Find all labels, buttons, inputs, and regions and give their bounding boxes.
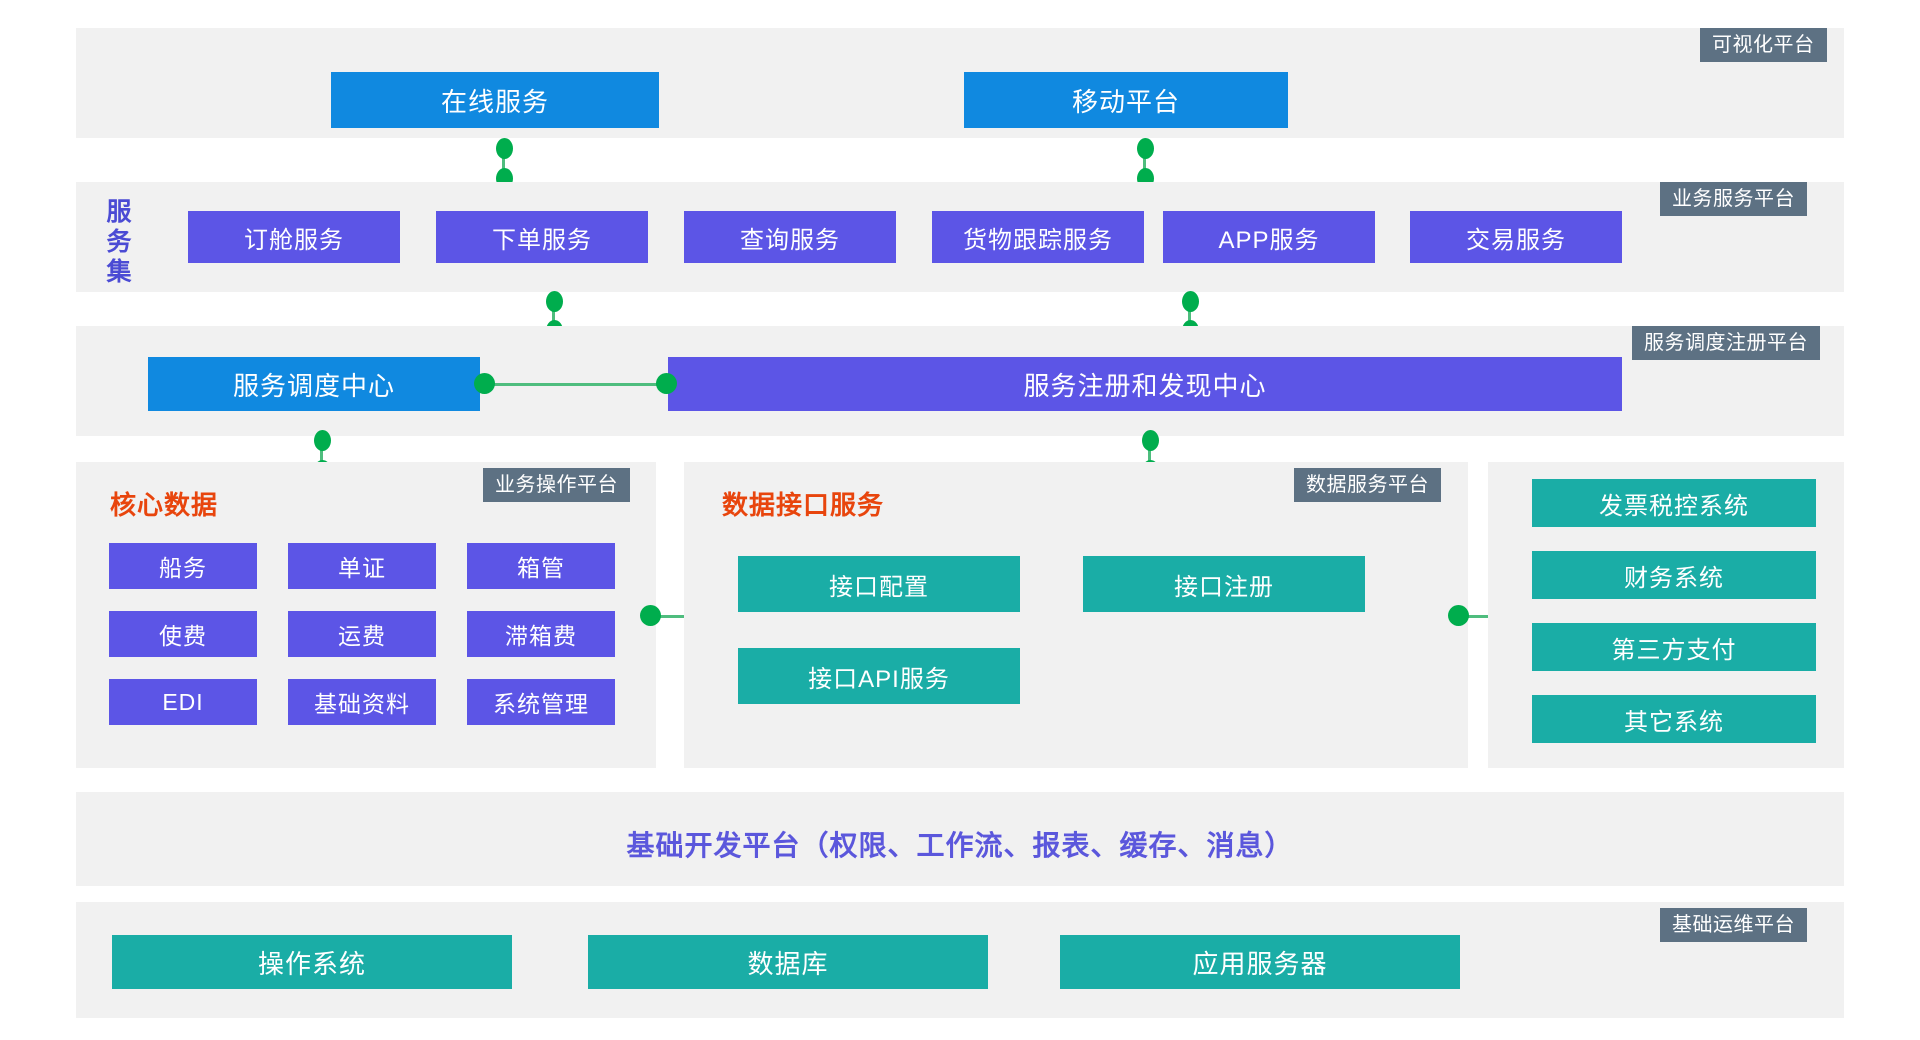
box-usage-fee[interactable]: 使费 xyxy=(109,611,257,657)
connector-dot-registry-down-top xyxy=(1142,430,1159,451)
connector-line-data-to-external xyxy=(1462,615,1504,618)
box-query-service[interactable]: 查询服务 xyxy=(684,211,896,263)
box-trade-service[interactable]: 交易服务 xyxy=(1410,211,1622,263)
connector-dot-dispatch-right xyxy=(474,373,495,394)
box-freight-fee[interactable]: 运费 xyxy=(288,611,436,657)
box-cargo-tracking-service[interactable]: 货物跟踪服务 xyxy=(932,211,1144,263)
connector-line-app-service-down xyxy=(1188,300,1191,336)
dev-platform-text: 基础开发平台（权限、工作流、报表、缓存、消息） xyxy=(626,830,1294,861)
box-system-management[interactable]: 系统管理 xyxy=(467,679,615,725)
connector-dot-operations-right xyxy=(640,605,661,626)
box-finance-system[interactable]: 财务系统 xyxy=(1532,551,1816,599)
box-third-party-payment[interactable]: 第三方支付 xyxy=(1532,623,1816,671)
box-demurrage-fee[interactable]: 滞箱费 xyxy=(467,611,615,657)
connector-dot-online-service-top xyxy=(496,138,513,159)
box-booking-service[interactable]: 订舱服务 xyxy=(188,211,400,263)
box-application-server[interactable]: 应用服务器 xyxy=(1060,935,1460,989)
panel-heading-data-interface-service: 数据接口服务 xyxy=(722,490,885,520)
connector-dot-data-right xyxy=(1448,605,1469,626)
band-dev-platform: 基础开发平台（权限、工作流、报表、缓存、消息） xyxy=(76,792,1844,886)
connector-dot-order-service-top xyxy=(546,291,563,312)
box-interface-registration[interactable]: 接口注册 xyxy=(1083,556,1365,612)
connector-dot-registry-left xyxy=(656,373,677,394)
box-database[interactable]: 数据库 xyxy=(588,935,988,989)
box-order-service[interactable]: 下单服务 xyxy=(436,211,648,263)
connector-line-online-service xyxy=(502,146,505,182)
platform-tag-business-service: 业务服务平台 xyxy=(1660,182,1807,216)
connector-dot-app-service-top xyxy=(1182,291,1199,312)
box-operating-system[interactable]: 操作系统 xyxy=(112,935,512,989)
side-label-service-set: 服务集 xyxy=(106,198,132,286)
box-mobile-platform[interactable]: 移动平台 xyxy=(964,72,1288,128)
box-online-service[interactable]: 在线服务 xyxy=(331,72,659,128)
connector-line-mobile-platform xyxy=(1143,146,1146,182)
platform-tag-data-service: 数据服务平台 xyxy=(1294,468,1441,502)
box-edi[interactable]: EDI xyxy=(109,679,257,725)
box-basic-data[interactable]: 基础资料 xyxy=(288,679,436,725)
connector-line-order-service-down xyxy=(552,300,555,336)
box-container-management[interactable]: 箱管 xyxy=(467,543,615,589)
connector-line-dispatch-down xyxy=(320,438,323,474)
panel-heading-core-data: 核心数据 xyxy=(110,490,219,520)
platform-tag-infrastructure: 基础运维平台 xyxy=(1660,908,1807,942)
connector-line-registry-down xyxy=(1148,438,1151,474)
box-service-dispatch-center[interactable]: 服务调度中心 xyxy=(148,357,480,411)
box-invoice-tax-system[interactable]: 发票税控系统 xyxy=(1532,479,1816,527)
box-interface-api-service[interactable]: 接口API服务 xyxy=(738,648,1020,704)
band-data-service xyxy=(684,462,1468,768)
connector-dot-dispatch-down-top xyxy=(314,430,331,451)
box-interface-config[interactable]: 接口配置 xyxy=(738,556,1020,612)
box-other-systems[interactable]: 其它系统 xyxy=(1532,695,1816,743)
connector-line-operations-to-data xyxy=(650,615,706,618)
box-app-service[interactable]: APP服务 xyxy=(1163,211,1375,263)
connector-dot-mobile-platform-top xyxy=(1137,138,1154,159)
platform-tag-visualization: 可视化平台 xyxy=(1700,28,1827,62)
platform-tag-business-operations: 业务操作平台 xyxy=(483,468,630,502)
connector-line-dispatch-to-registry xyxy=(486,383,662,386)
box-service-registry-discovery[interactable]: 服务注册和发现中心 xyxy=(668,357,1622,411)
box-documents[interactable]: 单证 xyxy=(288,543,436,589)
box-shipping-affairs[interactable]: 船务 xyxy=(109,543,257,589)
platform-tag-dispatch-registry: 服务调度注册平台 xyxy=(1632,326,1820,360)
